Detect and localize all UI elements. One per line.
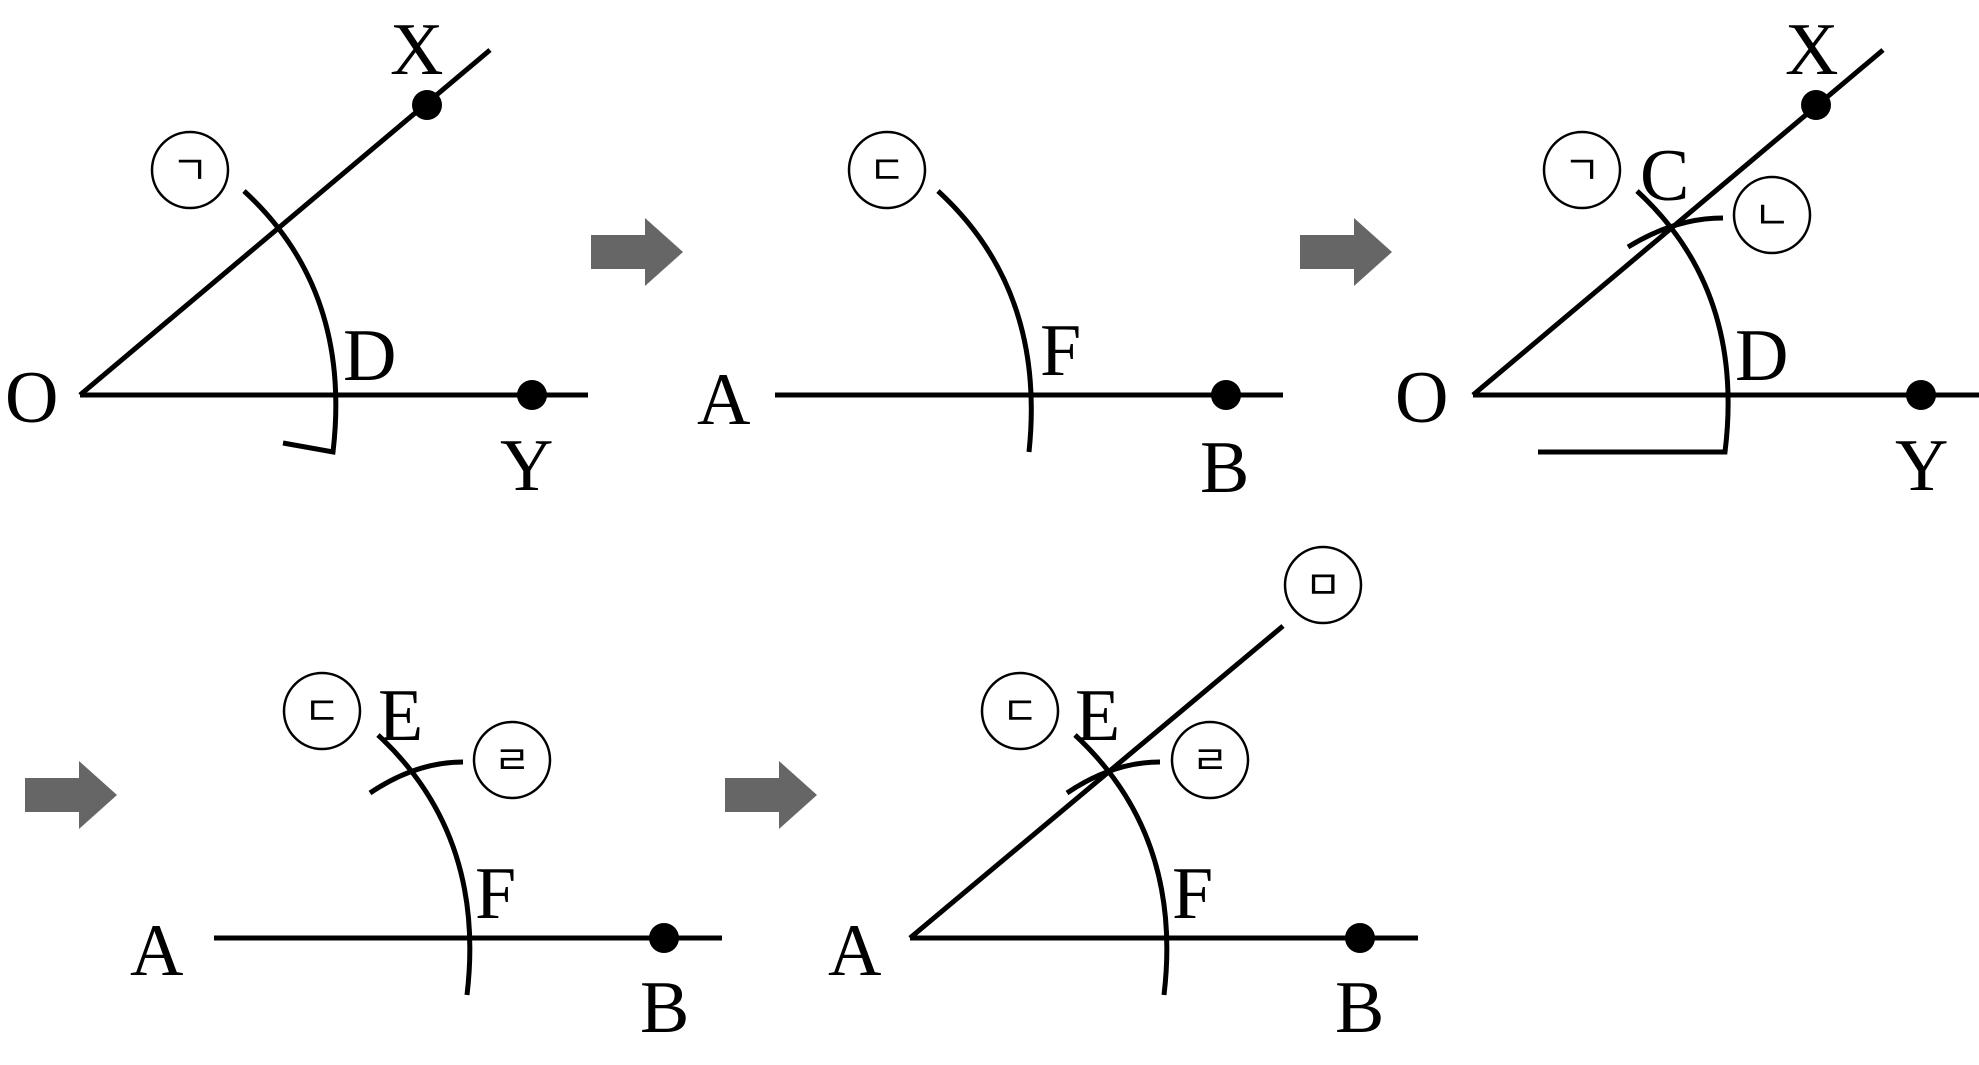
arc-3 xyxy=(1073,733,1170,996)
arc-4 xyxy=(368,759,464,796)
svg-text:ㄱ: ㄱ xyxy=(1564,148,1601,194)
svg-text:ㄹ: ㄹ xyxy=(494,738,531,784)
point-b-dot xyxy=(649,923,679,953)
step-5: A E F B ㄷ ㄹ ㅁ xyxy=(828,545,1418,1049)
arc-1 xyxy=(242,189,339,455)
marker-3: ㄷ xyxy=(847,130,927,210)
point-label-o: O xyxy=(5,357,58,439)
point-label-a: A xyxy=(130,910,183,992)
point-label-o: O xyxy=(1395,357,1448,439)
arc-1 xyxy=(1538,189,1731,455)
point-label-c: C xyxy=(1640,135,1689,217)
point-y-dot xyxy=(1906,380,1936,410)
point-label-e: E xyxy=(378,675,423,757)
point-label-b: B xyxy=(1335,967,1384,1049)
arrow-2 xyxy=(1300,218,1392,286)
point-label-a: A xyxy=(828,910,881,992)
point-x-dot xyxy=(1801,90,1831,120)
svg-text:ㄷ: ㄷ xyxy=(869,148,906,194)
point-label-y: Y xyxy=(1895,425,1948,507)
marker-4: ㄹ xyxy=(472,720,552,800)
arrow-1 xyxy=(591,218,683,286)
point-label-b: B xyxy=(1200,427,1249,509)
step-3: O X C D Y ㄱ ㄴ xyxy=(1395,9,1979,507)
marker-2: ㄴ xyxy=(1732,175,1812,255)
step-2: A F B ㄷ xyxy=(697,130,1283,509)
point-label-a: A xyxy=(697,359,750,441)
svg-text:ㄷ: ㄷ xyxy=(1002,689,1039,735)
marker-5: ㅁ xyxy=(1283,545,1363,625)
point-b-dot xyxy=(1345,923,1375,953)
point-label-d: D xyxy=(343,315,396,397)
ray-ae xyxy=(908,624,1285,940)
svg-text:ㅁ: ㅁ xyxy=(1305,563,1342,609)
point-y-dot xyxy=(517,380,547,410)
step-1: O X D Y ㄱ xyxy=(5,9,588,507)
arc-2 xyxy=(1626,215,1724,250)
marker-3: ㄷ xyxy=(980,671,1060,751)
point-label-y: Y xyxy=(500,425,553,507)
svg-text:ㄱ: ㄱ xyxy=(172,148,209,194)
arc-2 xyxy=(936,189,1034,453)
point-label-f: F xyxy=(1172,853,1213,935)
arrow-3 xyxy=(25,761,117,829)
marker-4: ㄹ xyxy=(1170,720,1250,800)
point-label-f: F xyxy=(475,853,516,935)
point-b-dot xyxy=(1211,380,1241,410)
arc-4 xyxy=(1065,759,1161,796)
svg-text:ㄹ: ㄹ xyxy=(1192,738,1229,784)
step-4: A E F B ㄷ ㄹ xyxy=(130,671,722,1049)
svg-text:ㄷ: ㄷ xyxy=(304,689,341,735)
svg-text:ㄴ: ㄴ xyxy=(1754,193,1791,239)
point-label-x: X xyxy=(1785,9,1838,91)
point-label-x: X xyxy=(390,9,443,91)
marker-1: ㄱ xyxy=(1542,130,1622,210)
arc-3 xyxy=(376,733,473,996)
point-x-dot xyxy=(412,90,442,120)
point-label-e: E xyxy=(1075,675,1120,757)
point-label-b: B xyxy=(640,967,689,1049)
marker-1: ㄱ xyxy=(150,130,230,210)
point-label-d: D xyxy=(1735,315,1788,397)
point-label-f: F xyxy=(1040,310,1081,392)
arrow-4 xyxy=(725,761,817,829)
marker-3: ㄷ xyxy=(282,671,362,751)
